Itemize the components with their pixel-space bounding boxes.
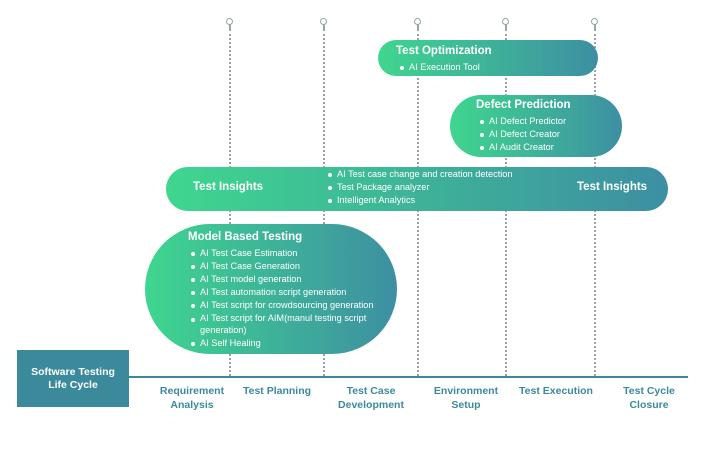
list-item: Test Package analyzer: [328, 181, 513, 194]
model-based-testing-box: Model Based Testing AI Test Case Estimat…: [145, 224, 397, 354]
list-item: AI Test case change and creation detecti…: [328, 168, 513, 181]
test-optimization-title: Test Optimization: [396, 45, 492, 57]
defect-prediction-box: Defect Prediction AI Defect Predictor AI…: [450, 95, 622, 157]
list-item: AI Audit Creator: [480, 141, 566, 154]
lifecycle-box: Software Testing Life Cycle: [17, 350, 129, 407]
phase-requirement-analysis: Requirement Analysis: [159, 385, 225, 411]
list-item: AI Defect Predictor: [480, 115, 566, 128]
list-item: AI Test automation script generation: [191, 286, 387, 299]
test-insights-title-left: Test Insights: [193, 181, 264, 193]
test-insights-list: AI Test case change and creation detecti…: [328, 168, 513, 207]
list-item: AI Test script for AIM(manul testing scr…: [191, 313, 387, 336]
model-based-testing-list: AI Test Case Estimation AI Test Case Gen…: [191, 247, 387, 350]
list-item: AI Test model generation: [191, 273, 387, 286]
phase-test-case-development: Test Case Development: [338, 385, 404, 411]
phase-environment-setup: Environment Setup: [433, 385, 499, 411]
model-based-testing-title: Model Based Testing: [188, 231, 303, 243]
phase-test-planning: Test Planning: [242, 385, 312, 397]
lifecycle-title: Software Testing Life Cycle: [31, 365, 115, 391]
test-optimization-box: Test Optimization AI Execution Tool: [378, 40, 598, 76]
list-item: AI Test Case Estimation: [191, 247, 387, 260]
list-item: AI Self Healing: [191, 337, 387, 350]
list-item: AI Test script for crowdsourcing generat…: [191, 299, 387, 312]
list-item: AI Test Case Generation: [191, 260, 387, 273]
phase-test-cycle-closure: Test Cycle Closure: [623, 385, 675, 411]
test-insights-box: Test Insights AI Test case change and cr…: [166, 167, 668, 211]
list-item: AI Execution Tool: [400, 61, 480, 74]
defect-prediction-list: AI Defect Predictor AI Defect Creator AI…: [480, 115, 566, 154]
defect-prediction-title: Defect Prediction: [476, 99, 571, 111]
test-optimization-list: AI Execution Tool: [400, 61, 480, 74]
phase-test-execution: Test Execution: [519, 385, 593, 397]
timeline-axis: [128, 376, 688, 378]
list-item: Intelligent Analytics: [328, 194, 513, 207]
test-insights-title-right: Test Insights: [577, 181, 648, 193]
list-item: AI Defect Creator: [480, 128, 566, 141]
